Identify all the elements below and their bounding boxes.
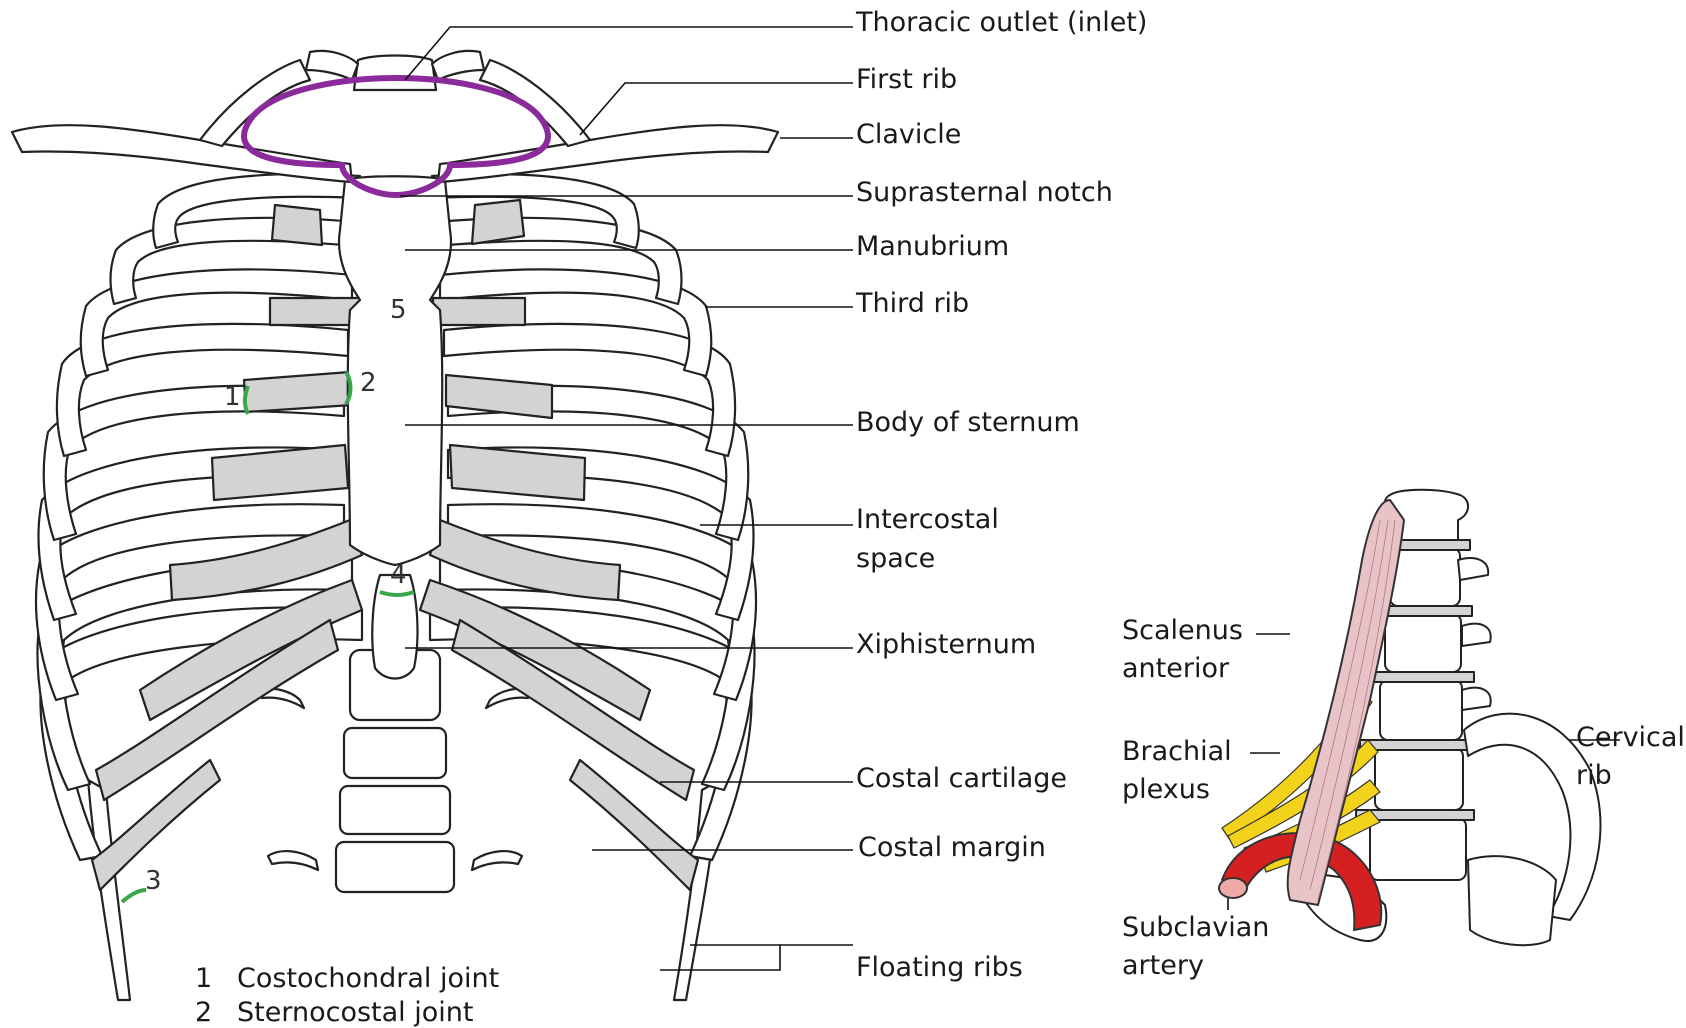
label-intercostal: Intercostal [856,504,999,535]
label-subclavian: Subclavian [1122,912,1270,943]
joint-number-5: 5 [390,295,407,325]
label-costal-margin: Costal margin [858,832,1046,863]
legend-item-1: 1 Costochondral joint [195,963,499,994]
leader-lines [400,26,1620,971]
joint-number-3: 3 [145,866,162,896]
thoracic-outlet-ring [241,74,551,199]
label-cervical-rib: rib [1576,760,1612,791]
label-brachial: Brachial [1122,736,1232,767]
clavicle-right [436,124,780,184]
costal-cartilages [90,198,700,892]
legend-number: 1 [195,963,213,994]
joint-number-4: 4 [390,560,407,590]
sternum [337,175,453,567]
label-first-rib: First rib [856,64,958,95]
label-thoracic-outlet: Thoracic outlet (inlet) [856,7,1148,38]
label-manubrium: Manubrium [856,231,1010,262]
label-floating-ribs: Floating ribs [856,952,1023,983]
legend-text: Sternocostal joint [237,997,474,1028]
cervical-rib-inset [1218,488,1602,947]
scalenus-anterior-muscle [1286,499,1405,906]
thoracic-vertebra-top [352,54,438,92]
cervical-rib [1463,712,1602,921]
label-cervical: Cervical [1576,722,1685,753]
label-brachial-plexus: plexus [1122,774,1210,805]
label-scalenus: Scalenus [1122,615,1243,646]
joint-highlights [120,370,415,904]
ribs-left [34,173,364,862]
legend-item-2: 2 Sternocostal joint [195,997,473,1028]
label-intercostal-space: space [856,543,936,574]
label-suprasternal-notch: Suprasternal notch [856,177,1113,208]
joint-number-1: 1 [224,382,241,412]
legend-text: Costochondral joint [237,963,500,994]
label-body-of-sternum: Body of sternum [856,407,1080,438]
label-subclavian-artery: artery [1122,950,1204,981]
joint-number-2: 2 [360,368,377,398]
label-scalenus-anterior: anterior [1122,653,1230,684]
xiphisternum-bone [371,573,419,680]
label-costal-cartilage: Costal cartilage [856,763,1068,794]
label-third-rib: Third rib [856,288,970,319]
floating-rib-left [86,778,132,1002]
first-rib-right [478,58,592,148]
rib-cage [10,49,780,1002]
label-clavicle: Clavicle [856,119,962,150]
first-rib-left [198,58,312,148]
legend-number: 2 [195,997,213,1028]
clavicle-left [10,124,354,184]
vertebral-column [256,648,534,894]
ribs-right [428,173,758,862]
label-xiphisternum: Xiphisternum [856,629,1037,660]
